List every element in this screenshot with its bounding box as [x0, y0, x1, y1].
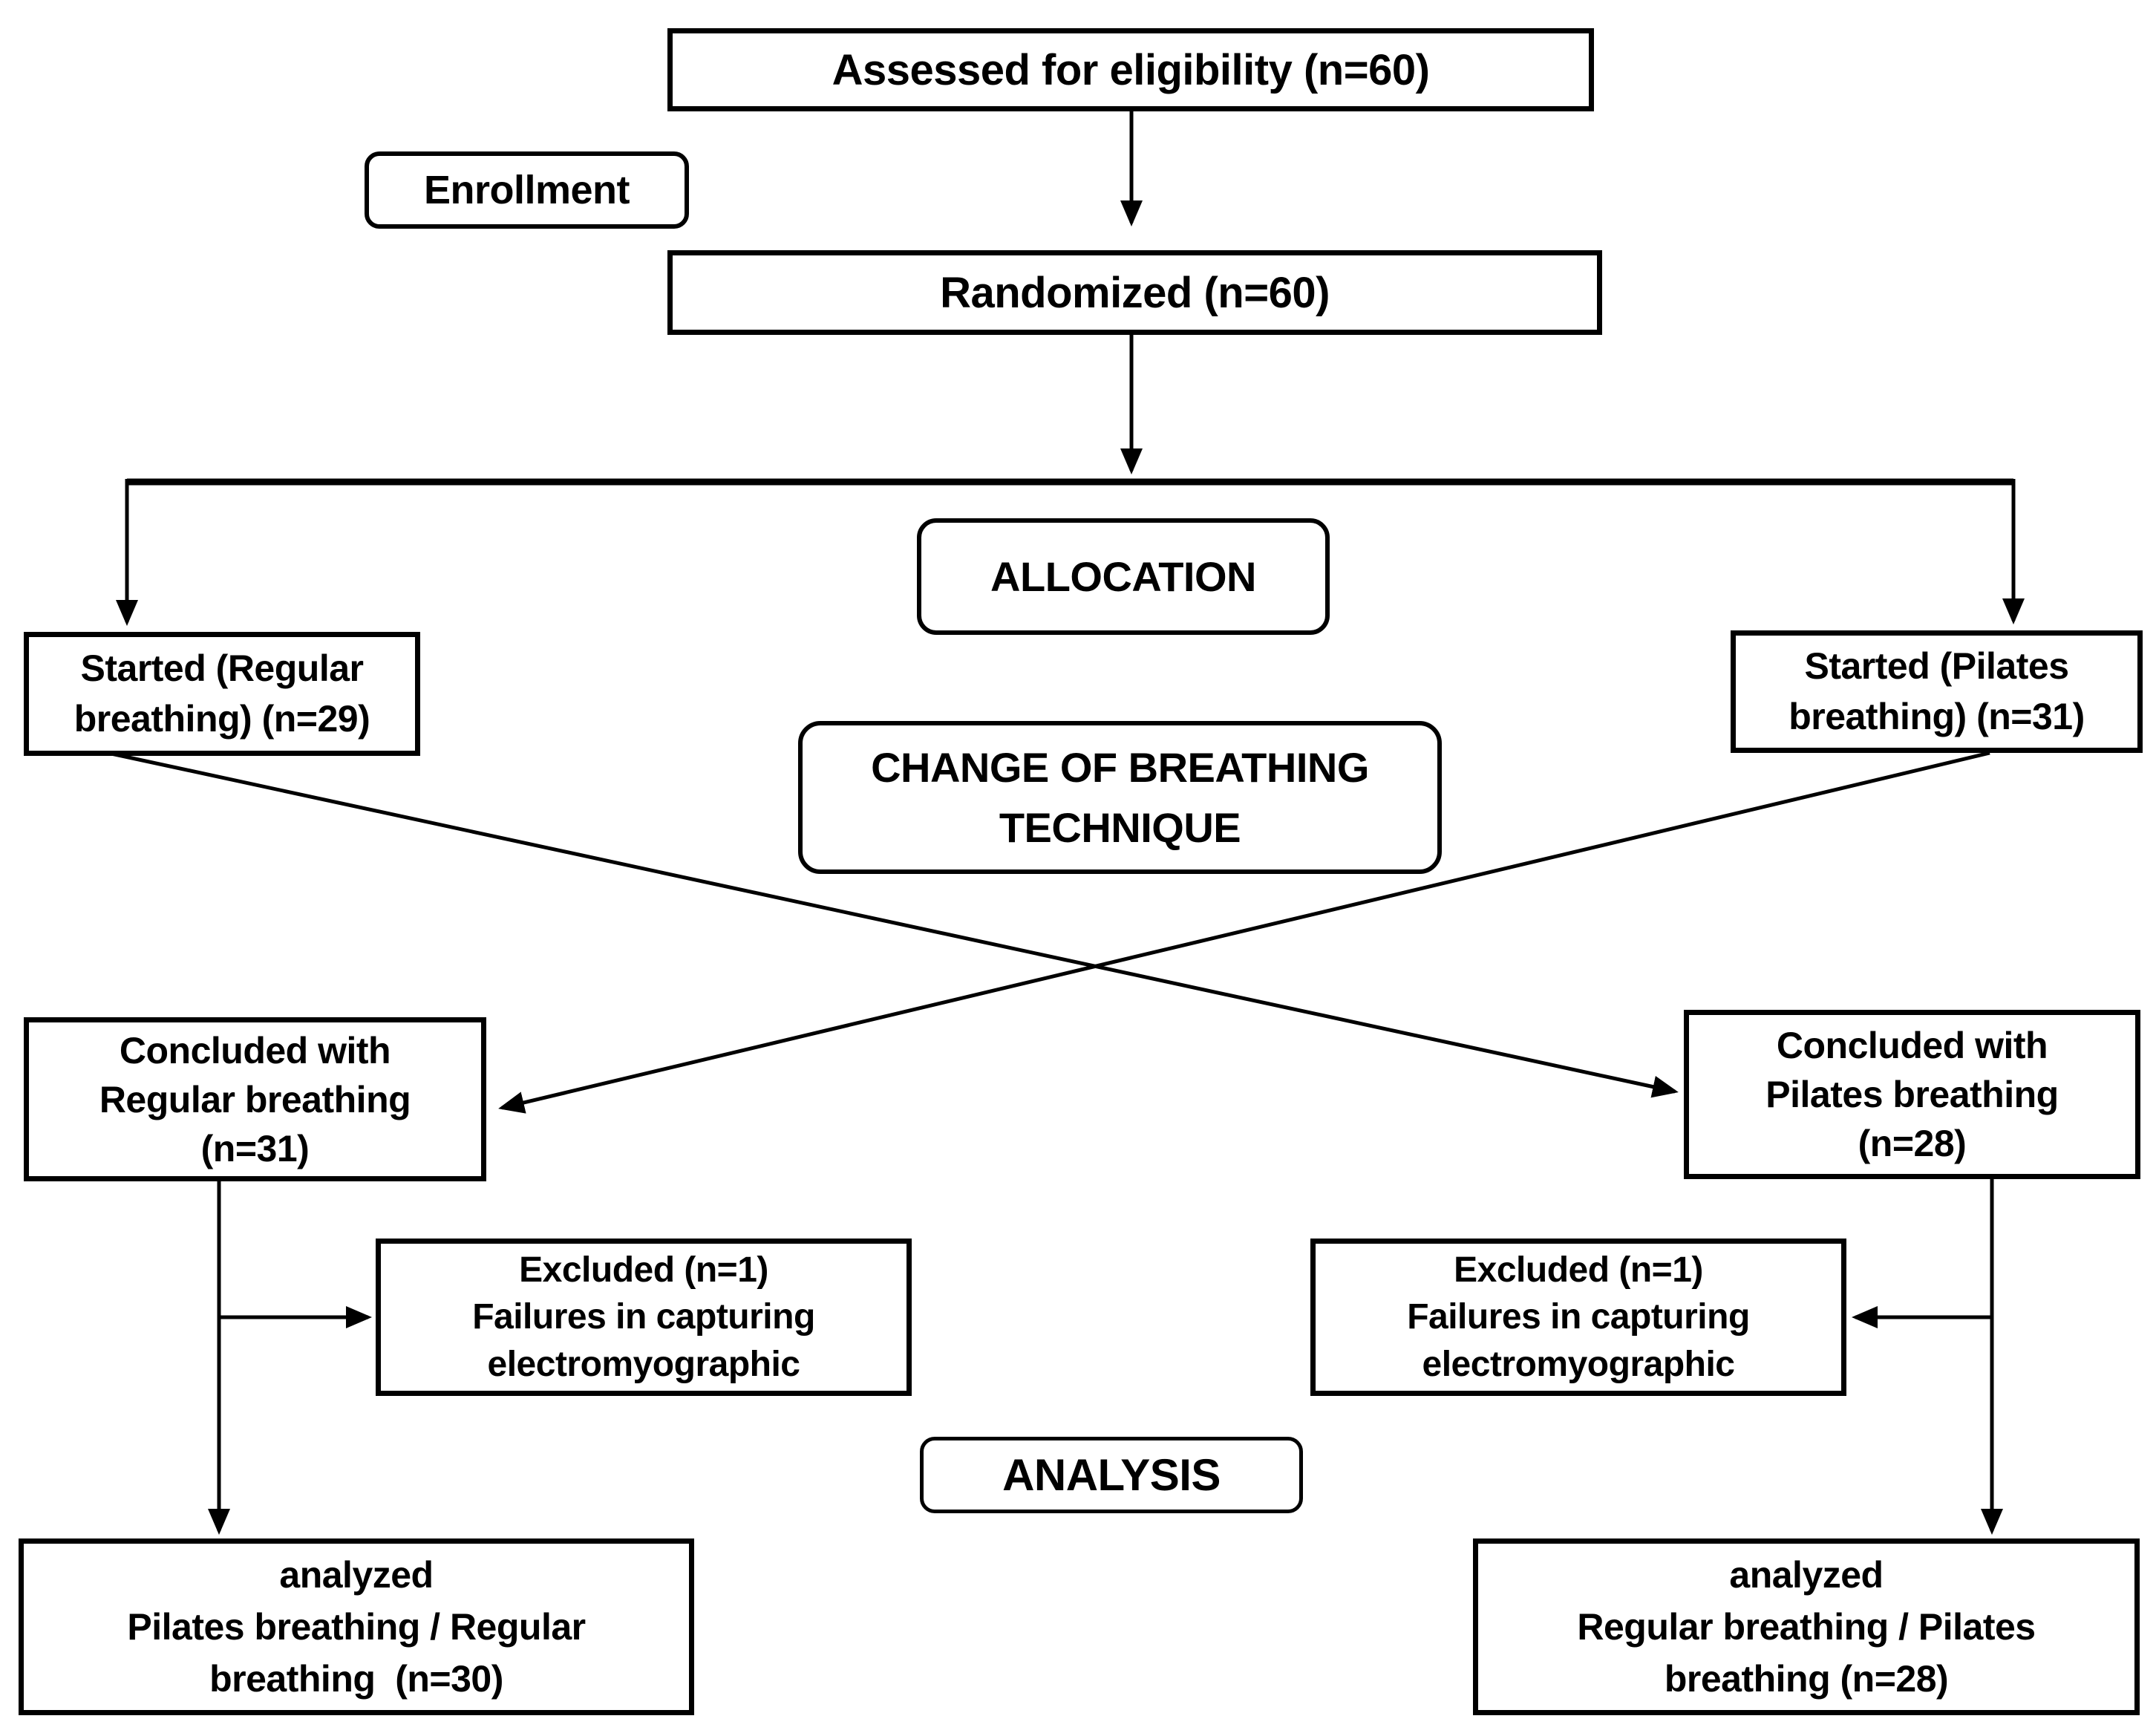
node-label-line: Pilates breathing / Regular	[127, 1606, 586, 1648]
node-label: Randomized (n=60)	[940, 268, 1330, 317]
node-label-line: Concluded with	[119, 1029, 391, 1071]
node-started-regular: Started (Regular breathing) (n=29)	[24, 632, 420, 756]
node-label-line: (n=31)	[200, 1127, 310, 1169]
node-label-line: analyzed	[279, 1554, 434, 1596]
node-randomized: Randomized (n=60)	[667, 250, 1602, 335]
node-label-line: Failures in capturing	[472, 1297, 815, 1337]
node-label-line: breathing) (n=31)	[1788, 695, 2085, 737]
node-label-line: Regular breathing / Pilates	[1577, 1606, 2036, 1648]
node-excluded-regular-arm: Excluded (n=1) Failures in capturing ele…	[376, 1239, 912, 1396]
node-label-line: Started (Pilates	[1804, 645, 2069, 687]
node-change-of-breathing-technique: CHANGE OF BREATHING TECHNIQUE	[798, 721, 1442, 874]
node-label-line: Regular breathing	[99, 1078, 411, 1120]
node-label-line: electromyographic	[487, 1344, 800, 1384]
arrow-started-pilates-to-concluded-regular	[498, 751, 1990, 1114]
node-label-line: breathing (n=28)	[1664, 1658, 1949, 1700]
node-analysis: ANALYSIS	[920, 1437, 1303, 1513]
node-concluded-pilates: Concluded with Pilates breathing (n=28)	[1684, 1010, 2140, 1179]
node-label-line: Excluded (n=1)	[1454, 1250, 1703, 1290]
node-label-line: (n=28)	[1858, 1123, 1967, 1164]
node-label: Assessed for eligibility (n=60)	[832, 45, 1430, 94]
node-label-line: CHANGE OF BREATHING	[871, 743, 1369, 791]
node-label-line: Excluded (n=1)	[519, 1250, 768, 1290]
node-label: ALLOCATION	[990, 553, 1256, 600]
node-excluded-pilates-arm: Excluded (n=1) Failures in capturing ele…	[1310, 1239, 1846, 1396]
node-label-line: breathing (n=30)	[209, 1658, 503, 1700]
node-analyzed-left: analyzed Pilates breathing / Regular bre…	[19, 1538, 694, 1715]
node-label: ANALYSIS	[1002, 1450, 1221, 1500]
node-label-line: Concluded with	[1776, 1025, 2048, 1066]
node-label-line: Pilates breathing	[1765, 1074, 2059, 1115]
node-label-line: electromyographic	[1422, 1344, 1735, 1384]
node-analyzed-right: analyzed Regular breathing / Pilates bre…	[1473, 1538, 2140, 1715]
node-started-pilates: Started (Pilates breathing) (n=31)	[1731, 630, 2143, 753]
node-assessed: Assessed for eligibility (n=60)	[667, 28, 1594, 111]
node-enrollment: Enrollment	[365, 151, 689, 229]
node-label-line: Started (Regular	[80, 647, 364, 689]
node-label-line: Failures in capturing	[1407, 1297, 1750, 1337]
node-label-line: TECHNIQUE	[999, 804, 1241, 851]
node-label-line: breathing) (n=29)	[74, 697, 370, 740]
node-allocation: ALLOCATION	[917, 518, 1330, 635]
arrow-started-regular-to-concluded-pilates	[111, 751, 1679, 1098]
node-label-line: analyzed	[1729, 1554, 1884, 1596]
node-concluded-regular: Concluded with Regular breathing (n=31)	[24, 1017, 486, 1181]
node-label: Enrollment	[423, 168, 630, 212]
